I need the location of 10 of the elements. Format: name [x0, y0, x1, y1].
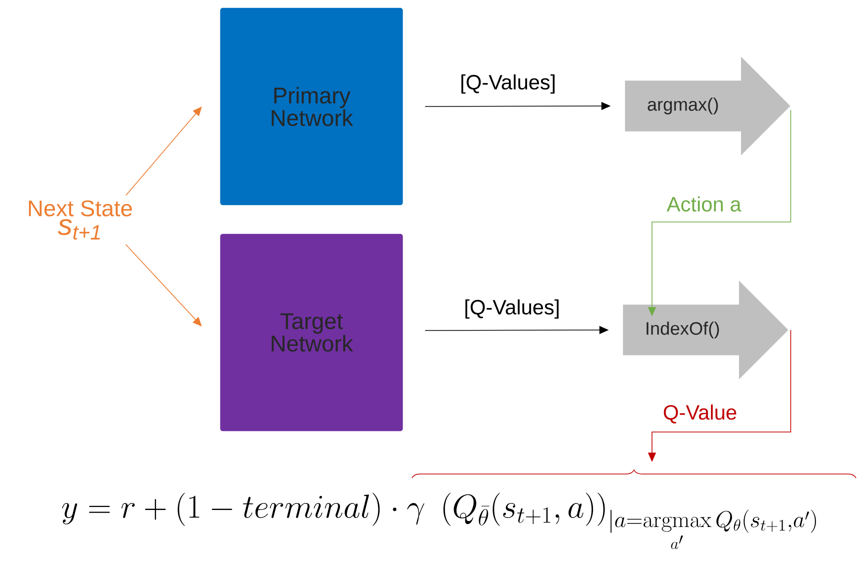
network-box: Target Network: [220, 234, 403, 432]
equation: $y = r + (1 - terminal) \cdot \gamma\ \left(Q_{\bar{\theta}}(s_{t+1}, a)\right)_{|a=\mathop{\mathrm{argmax}}\limits_{a'} Q_{\theta}(s_{t+1}, a')}$: [62, 492, 816, 550]
network-box: Primary Network: [220, 8, 403, 206]
state-label: Next State s$_{t+1}$: [28, 200, 132, 240]
edge-label: Q-Value: [662, 403, 738, 425]
edge-label: Action a: [665, 195, 743, 213]
arrow: [125, 244, 202, 326]
arrow: [125, 106, 202, 196]
edge-label: [Q-Values]: [458, 73, 558, 95]
edge-label: [Q-Values]: [462, 298, 562, 320]
